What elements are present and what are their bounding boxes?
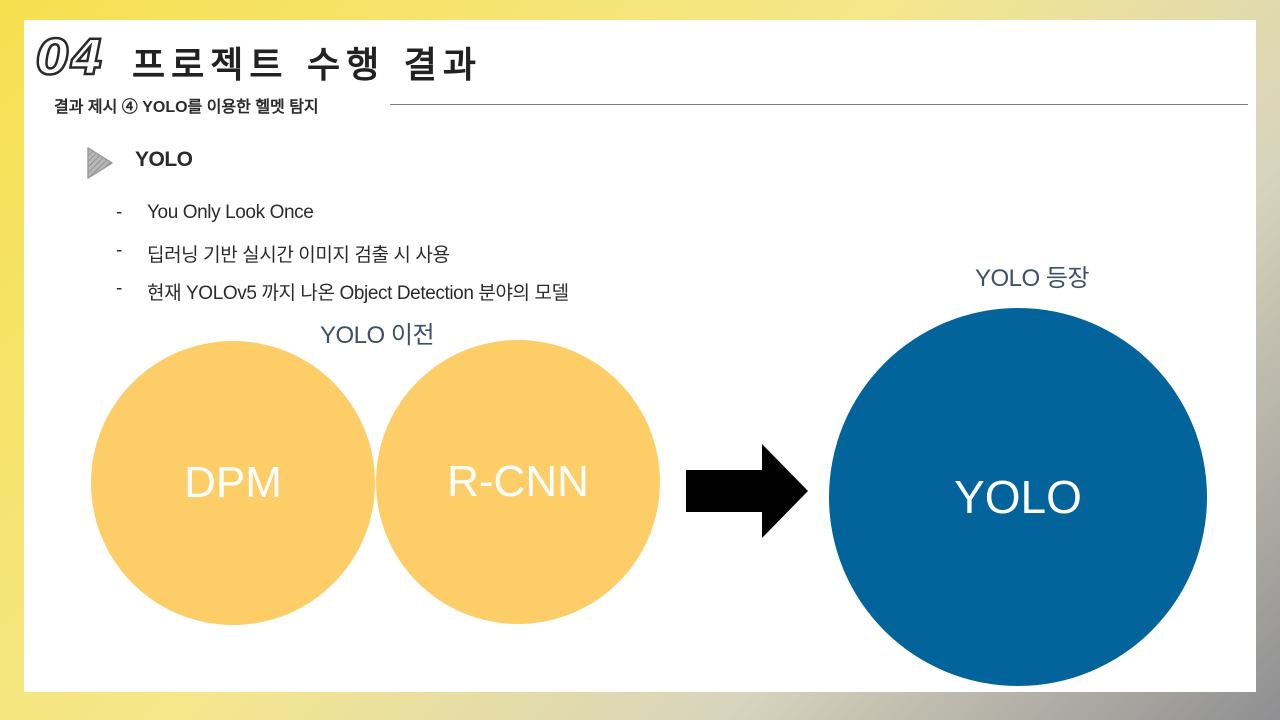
section-number: 04 <box>35 29 105 88</box>
bullet-text: You Only Look Once <box>147 202 314 223</box>
rcnn-circle-label: R-CNN <box>447 457 589 506</box>
yolo-circle: YOLO <box>829 308 1207 686</box>
dpm-circle-label: DPM <box>184 458 282 507</box>
bullet-text: 딥러닝 기반 실시간 이미지 검출 시 사용 <box>147 245 450 266</box>
list-item: - 딥러닝 기반 실시간 이미지 검출 시 사용 <box>116 240 569 278</box>
section-heading: YOLO <box>135 148 193 171</box>
bullet-marker: - <box>116 202 122 223</box>
yolo-circle-label: YOLO <box>954 471 1082 523</box>
after-yolo-label: YOLO 등장 <box>975 265 1090 292</box>
dpm-circle: DPM <box>91 341 375 625</box>
bullet-text: 현재 YOLOv5 까지 나온 Object Detection 분야의 모델 <box>147 283 569 304</box>
page-title: 프로젝트 수행 결과 <box>132 45 483 86</box>
before-yolo-label: YOLO 이전 <box>320 322 435 349</box>
rcnn-circle: R-CNN <box>376 340 660 624</box>
slide: 04 프로젝트 수행 결과 결과 제시 ④ YOLO를 이용한 헬멧 탐지 YO… <box>24 20 1256 692</box>
right-arrow-icon <box>686 444 808 538</box>
play-triangle-icon <box>87 147 113 179</box>
list-item: - 현재 YOLOv5 까지 나온 Object Detection 분야의 모… <box>116 278 569 316</box>
page-subtitle: 결과 제시 ④ YOLO를 이용한 헬멧 탐지 <box>54 99 319 116</box>
bullet-list: - You Only Look Once - 딥러닝 기반 실시간 이미지 검출… <box>116 202 569 316</box>
bullet-marker: - <box>116 240 122 261</box>
list-item: - You Only Look Once <box>116 202 569 240</box>
bullet-marker: - <box>116 278 122 299</box>
header-divider <box>390 104 1248 105</box>
